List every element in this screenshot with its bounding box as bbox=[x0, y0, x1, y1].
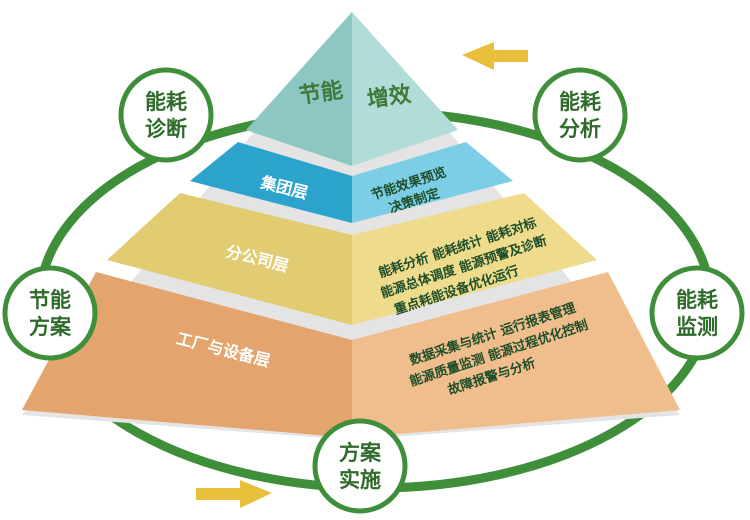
node-line2: 实施 bbox=[339, 468, 381, 492]
cycle-node-implementation: 方案 实施 bbox=[312, 418, 408, 514]
arrow-icon-bottom-right bbox=[196, 480, 272, 508]
cycle-node-plan: 节能 方案 bbox=[2, 265, 98, 361]
node-line2: 诊断 bbox=[145, 117, 187, 141]
branch-layer-right-face bbox=[352, 193, 597, 325]
node-line1: 方案 bbox=[339, 441, 382, 465]
peak-left-face bbox=[246, 12, 352, 166]
node-line1: 能耗 bbox=[676, 288, 718, 312]
group-layer-left-face bbox=[190, 142, 352, 223]
node-line2: 监测 bbox=[676, 315, 718, 339]
node-line2: 分析 bbox=[559, 117, 601, 141]
node-line1: 能耗 bbox=[145, 90, 187, 114]
cycle-node-monitoring: 能耗 监测 bbox=[649, 265, 745, 361]
peak-right-face bbox=[352, 12, 458, 166]
cycle-node-analysis: 能耗 分析 bbox=[532, 67, 628, 163]
peak-left-text: 节能 bbox=[297, 77, 344, 109]
factory-layer-right-face bbox=[352, 272, 680, 438]
node-line1: 能耗 bbox=[559, 90, 601, 114]
branch-layer-left-face bbox=[107, 193, 352, 325]
arrow-icon-top-left bbox=[462, 42, 528, 70]
factory-layer-left-face bbox=[22, 272, 352, 438]
cycle-node-diagnosis: 能耗 诊断 bbox=[118, 67, 214, 163]
node-line1: 节能 bbox=[29, 288, 71, 312]
peak-right-text: 增效 bbox=[365, 81, 412, 113]
group-layer-right-face bbox=[352, 142, 513, 223]
node-line2: 方案 bbox=[29, 315, 72, 339]
